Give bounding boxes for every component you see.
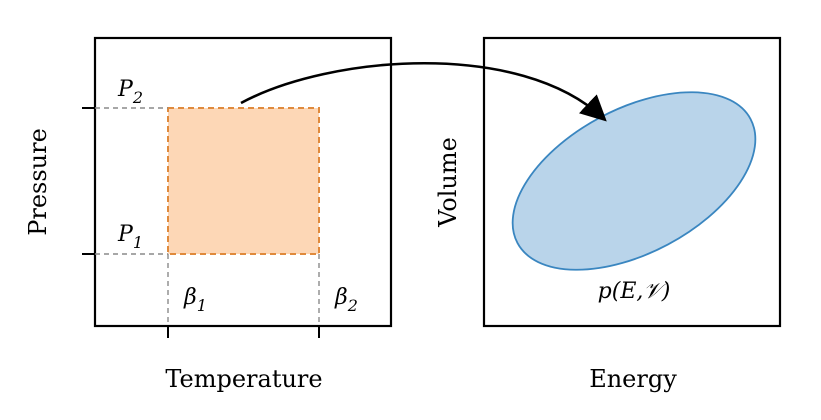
- left-x-axis-label: Temperature: [165, 365, 322, 393]
- left-panel: P2 P1 β1 β2 Temperature Pressure: [24, 36, 393, 393]
- right-panel: p(E,𝒱) Energy Volume: [434, 36, 782, 393]
- beta2-label: β2: [334, 285, 358, 315]
- right-x-axis-label: Energy: [589, 365, 677, 393]
- p2-label: P2: [117, 77, 143, 107]
- right-y-axis-label: Volume: [434, 137, 462, 228]
- parameter-region: [167, 107, 320, 255]
- left-y-axis-label: Pressure: [24, 128, 52, 236]
- distribution-label: p(E,𝒱): [598, 279, 671, 304]
- mapping-arrow: [240, 62, 607, 122]
- p1-label: P1: [117, 222, 143, 252]
- beta1-label: β1: [183, 285, 207, 315]
